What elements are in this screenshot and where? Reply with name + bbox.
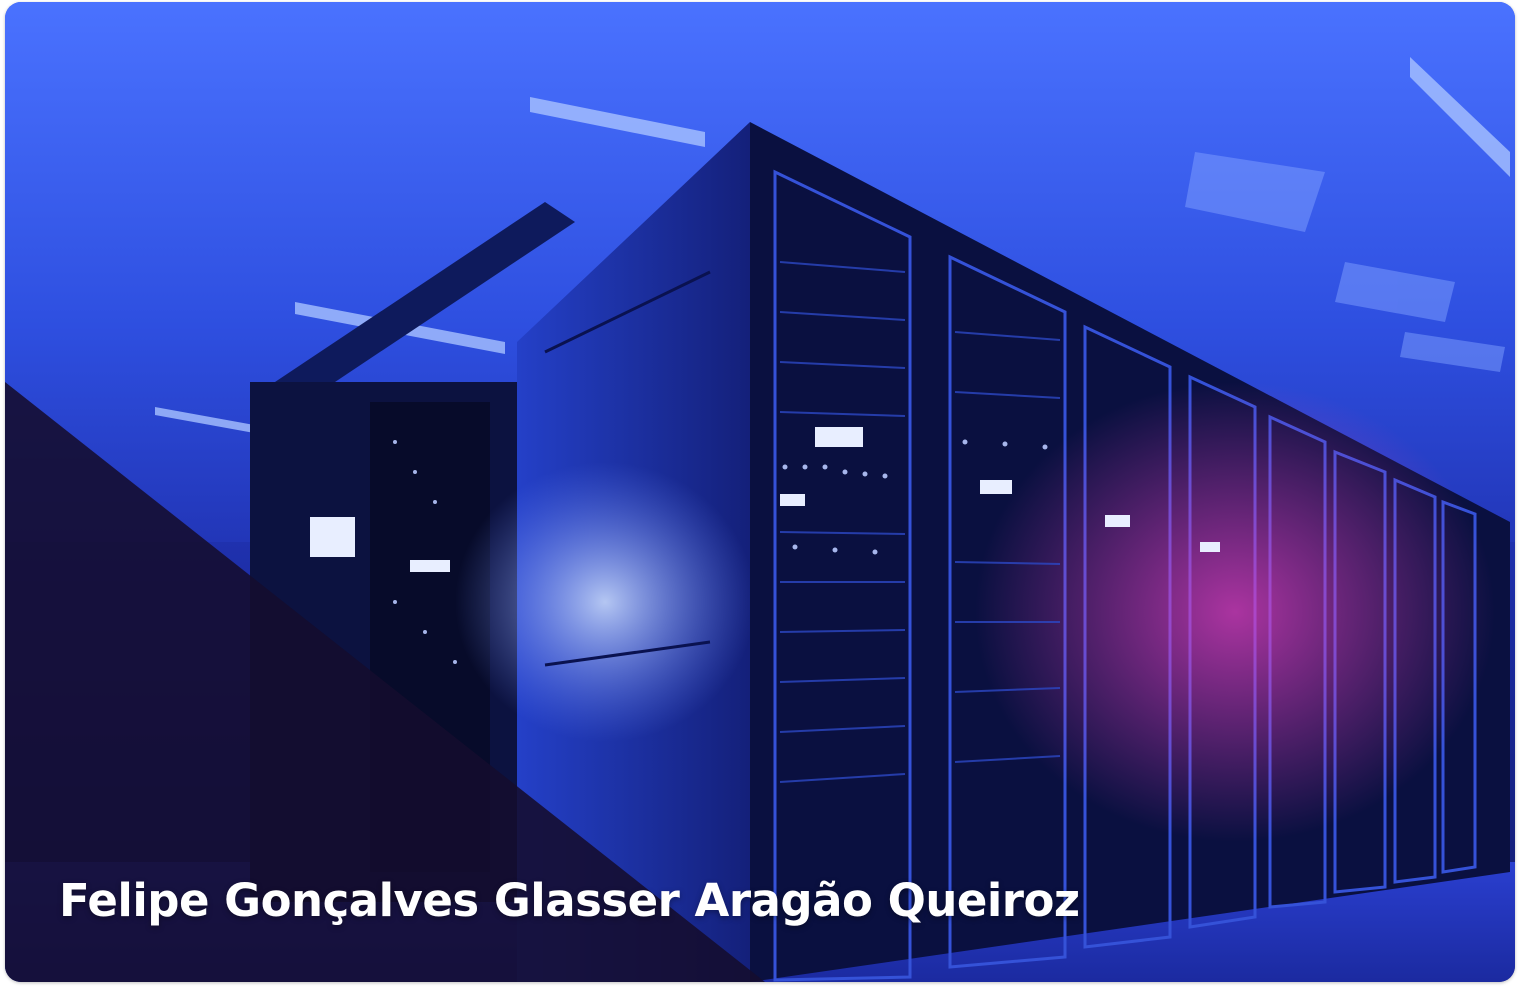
profile-hero-card: Felipe Gonçalves Glasser Aragão Queiroz [5, 2, 1515, 982]
server-room-image [5, 2, 1515, 982]
profile-name-title: Felipe Gonçalves Glasser Aragão Queiroz [59, 874, 1080, 927]
